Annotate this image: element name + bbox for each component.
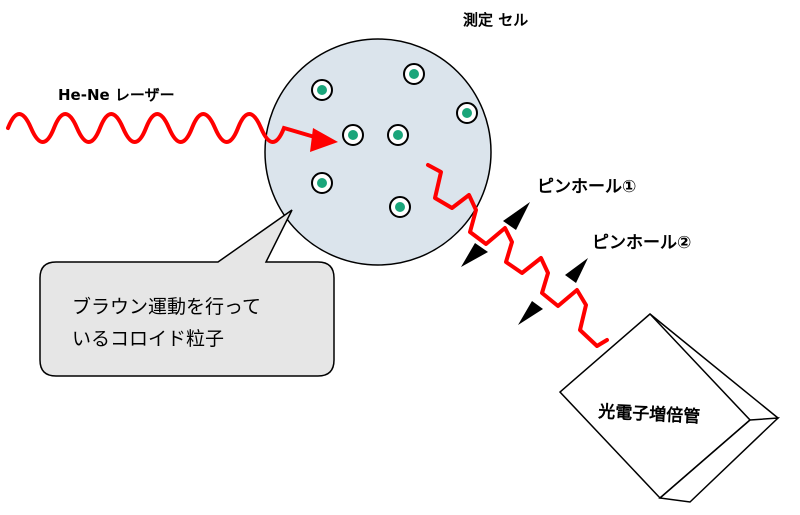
laser-arrowhead xyxy=(310,128,338,152)
photomultiplier-tube xyxy=(558,312,781,503)
pinhole-2-icon xyxy=(518,258,588,325)
pinhole-1-label: ピンホール① xyxy=(537,177,636,197)
particle xyxy=(456,102,478,124)
laser-label: He-Ne レーザー xyxy=(58,86,175,104)
particle xyxy=(387,124,409,146)
callout-text-line-1: ブラウン運動を行って xyxy=(72,295,261,318)
particle xyxy=(311,79,333,101)
laser-beam-wave xyxy=(6,112,320,144)
colloid-particles xyxy=(311,63,478,218)
callout-text-line-2: いるコロイド粒子 xyxy=(72,328,224,350)
cell-label: 測定 セル xyxy=(463,11,528,29)
particle xyxy=(389,196,411,218)
scattered-light-wave xyxy=(426,163,609,348)
callout-bubble xyxy=(39,209,335,377)
particle xyxy=(403,63,425,85)
pinhole-2-label: ピンホール② xyxy=(592,233,691,253)
pinhole-1-icon xyxy=(461,202,530,267)
particle xyxy=(311,172,333,194)
particle xyxy=(342,124,364,146)
measurement-cell xyxy=(264,38,492,266)
